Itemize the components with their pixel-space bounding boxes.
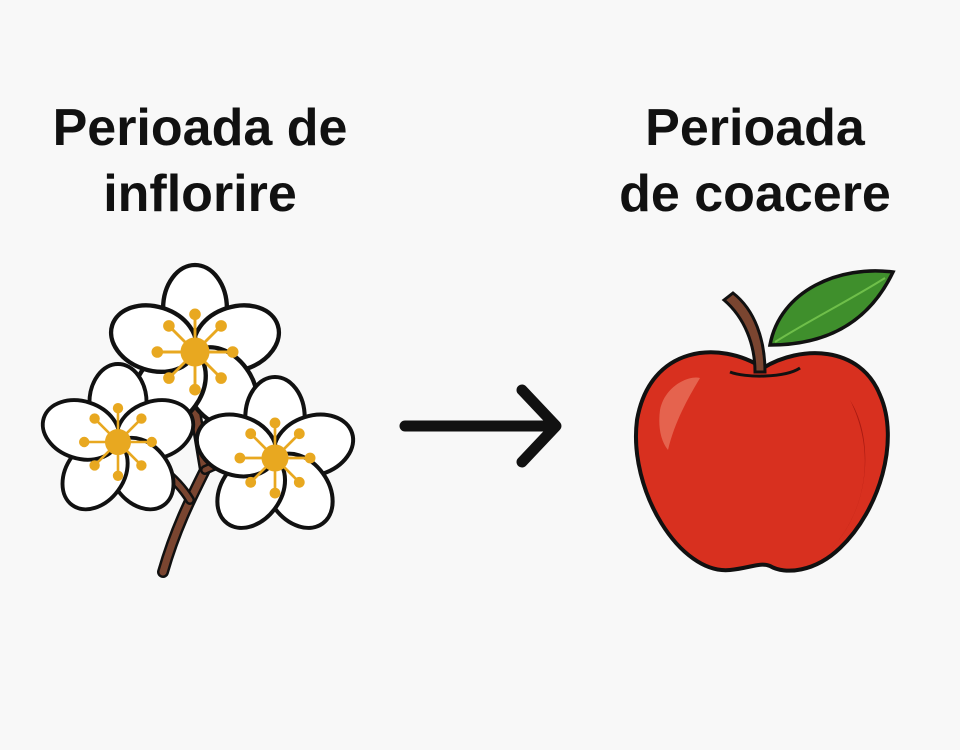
ripening-period-title: Perioada de coacere: [580, 95, 930, 227]
apple-body: [633, 350, 890, 573]
apple-icon: [633, 269, 896, 573]
blooming-title-line-1: Perioada de: [52, 99, 348, 157]
apple-stem: [721, 291, 767, 374]
blooming-title-line-2: inflorire: [103, 165, 297, 223]
ripening-title-line-2: de coacere: [619, 165, 891, 223]
ripening-title-line-1: Perioada: [645, 99, 865, 157]
blossom-branch-icon: [33, 265, 361, 578]
blooming-period-title: Perioada de inflorire: [0, 95, 400, 227]
right-arrow-icon: [399, 384, 562, 468]
